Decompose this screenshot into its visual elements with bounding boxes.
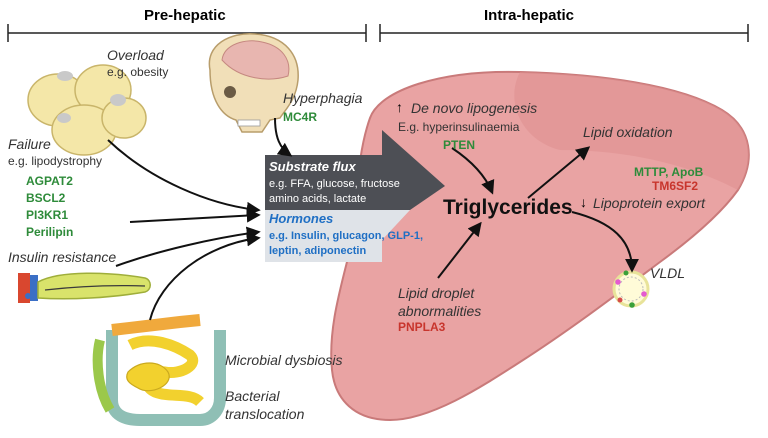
failure-title: Failure [8, 136, 51, 152]
overload-title: Overload [107, 47, 164, 63]
arrow-droplet [437, 221, 482, 279]
dnl-up-arrow: ↑ [396, 99, 403, 115]
arrow-dnl [451, 147, 495, 195]
hormones-line1: e.g. Insulin, glucagon, GLP-1, [269, 230, 424, 242]
gene-pten: PTEN [443, 138, 476, 152]
translocation-label: translocation [225, 406, 305, 422]
gene-tm6sf2: TM6SF2 [652, 179, 699, 193]
gene-perilipin: Perilipin [26, 225, 74, 239]
intra-hepatic-label: Intra-hepatic [484, 7, 575, 24]
gene-agpat2: AGPAT2 [26, 174, 73, 188]
droplet-line2: abnormalities [398, 303, 482, 319]
vldl-particle-illustration [612, 270, 650, 308]
microbial-dysbiosis-label: Microbial dysbiosis [225, 352, 343, 368]
gene-pi3kr1: PI3KR1 [26, 208, 69, 222]
export-down-arrow: ↓ [580, 194, 587, 210]
arrow-overload [107, 139, 261, 216]
overload-example: e.g. obesity [107, 65, 169, 79]
hormones-title: Hormones [269, 211, 334, 226]
substrate-flux-line1: e.g. FFA, glucose, fructose [269, 178, 400, 190]
insulin-resistance-label: Insulin resistance [8, 249, 117, 265]
bacterial-label: Bacterial [225, 388, 280, 404]
pancreas-illustration [18, 272, 151, 303]
flow-arrows [107, 117, 639, 321]
arrow-hyperphagia [274, 117, 293, 157]
droplet-line1: Lipid droplet [398, 285, 475, 301]
failure-example: e.g. lipodystrophy [8, 154, 103, 168]
lipoprotein-export-label: Lipoprotein export [593, 195, 706, 211]
lipid-oxidation-label: Lipid oxidation [583, 124, 673, 140]
gene-pnpla3: PNPLA3 [398, 320, 446, 334]
arrow-insulin [115, 226, 261, 267]
gene-mc4r: MC4R [283, 110, 318, 124]
arrow-export [571, 211, 639, 273]
arrow-intestine [149, 232, 261, 321]
intra-hepatic-bracket [379, 24, 749, 42]
gene-bscl2: BSCL2 [26, 191, 66, 205]
flux-arrow-light [265, 210, 410, 262]
hormones-line2: leptin, adiponectin [269, 245, 367, 257]
intestine-illustration [92, 314, 226, 426]
adipocytes-illustration [27, 64, 147, 156]
triglycerides-label: Triglycerides [443, 196, 573, 219]
brain-illustration [208, 33, 299, 133]
gene-mttp-apob: MTTP, ApoB [634, 165, 704, 179]
substrate-flux-line2: amino acids, lactate [269, 193, 367, 205]
vldl-label: VLDL [650, 265, 686, 281]
arrow-oxidation [527, 146, 591, 199]
pre-hepatic-label: Pre-hepatic [144, 7, 226, 24]
dnl-title: De novo lipogenesis [411, 100, 538, 116]
liver-lobe-shade [514, 72, 749, 190]
arrow-failure [129, 208, 261, 223]
dnl-example: E.g. hyperinsulinaemia [398, 120, 520, 134]
pre-hepatic-bracket [7, 24, 367, 42]
flux-arrow-dark [265, 130, 445, 210]
hyperphagia-title: Hyperphagia [283, 90, 363, 106]
substrate-flux-title: Substrate flux [269, 159, 356, 174]
